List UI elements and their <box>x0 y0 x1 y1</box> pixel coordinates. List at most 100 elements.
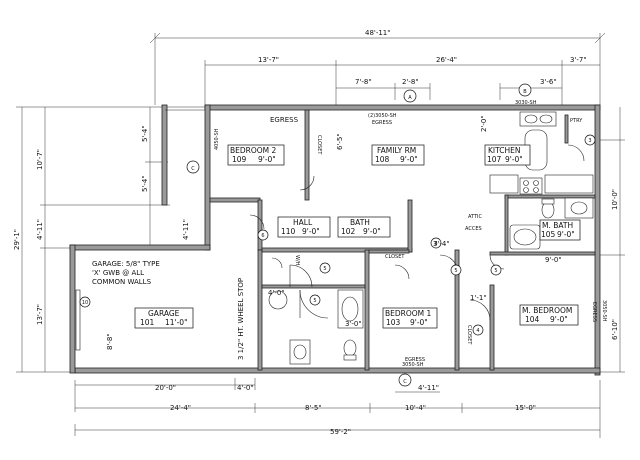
bedroom1-window-tag: 3050-SH <box>402 362 424 368</box>
mbed-closet-label: CLOSET <box>466 325 472 345</box>
dim-overall-top: 48'-11" <box>365 29 390 37</box>
tag-door-5c <box>450 264 462 276</box>
dim-left-lower: 13'-7" <box>36 304 44 325</box>
dim-bottom-c: 4'-11" <box>418 384 439 392</box>
dim-left-upper: 10'-7" <box>36 149 44 170</box>
door-5c-label: 5 <box>454 268 457 274</box>
garage-label-box <box>134 307 194 329</box>
dim-bottom-d: 24'-4" <box>170 404 191 412</box>
tag-door-4 <box>472 324 484 336</box>
hall-num: 110 <box>281 227 296 236</box>
dimension-labels: 48'-11" 13'-7" 26'-4" 3'-7" 7'-8" 2'-8" … <box>13 29 619 436</box>
tag-door-6 <box>257 229 269 241</box>
mbath-ht: 9'-0" <box>557 230 575 239</box>
room-labels: BEDROOM 2 109 9'-0" FAMILY RM 108 9'-0" … <box>134 144 581 329</box>
door-8-label: 8 <box>434 241 437 247</box>
kitchen-ht: 9'-0" <box>505 155 523 164</box>
door-5-label: 5 <box>323 266 326 272</box>
door-swings <box>249 144 585 321</box>
tag-b <box>518 83 532 97</box>
dim-left-inner-a: 5'-4" <box>141 125 149 142</box>
bath-ht: 9'-0" <box>363 227 381 236</box>
dim-family-side: 6'-5" <box>336 133 344 150</box>
mbed-window-tag: 3050-SH <box>601 300 607 322</box>
bath-name: BATH <box>350 218 370 227</box>
tag-c-bottom <box>398 373 412 387</box>
dim-hall-2: 1'-1" <box>470 294 487 302</box>
mbedroom-label-box <box>519 304 579 326</box>
dim-right-c: 6'-10" <box>611 319 619 340</box>
tag-door-5d <box>490 264 502 276</box>
door-10-label: 10 <box>82 300 88 306</box>
hall-ht: 9'-0" <box>302 227 320 236</box>
tag-a-label: A <box>408 95 412 101</box>
family-ht: 9'-0" <box>400 155 418 164</box>
garage-num: 101 <box>140 318 155 327</box>
mbath-name: M. BATH <box>542 221 573 230</box>
dim-top-left: 13'-7" <box>258 56 279 64</box>
dim-bottom-g: 15'-0" <box>515 404 536 412</box>
tag-markers: A B C C 6 5 5 8 5 5 10 4 3 <box>79 83 596 387</box>
dim-closet-2: 4'-0" <box>268 289 285 297</box>
family-window-tag: (2)3050-SH <box>368 113 397 119</box>
annotations: EGRESS (2)3050-SH EGRESS 3030-SH PTRY CL… <box>92 100 607 368</box>
attic-label: ATTIC <box>468 214 483 220</box>
bedroom2-label-box <box>227 144 285 166</box>
kitchen-window-tag: 3030-SH <box>515 100 537 106</box>
bedroom1-name: BEDROOM 1 <box>385 309 432 318</box>
bedroom1-ht: 9'-0" <box>410 318 428 327</box>
wheel-stop-note: 3 1/2" HT. WHEEL STOP <box>237 278 245 360</box>
dim-overall-bottom: 59'-2" <box>330 428 351 436</box>
garage-note-line2: 'X' GWB @ ALL <box>92 269 144 277</box>
door-5d-label: 5 <box>494 268 497 274</box>
tag-c-bottom-label: C <box>403 379 407 385</box>
tag-door-5b <box>309 294 321 306</box>
bedroom2-name: BEDROOM 2 <box>230 146 277 155</box>
hall-name: HALL <box>293 218 313 227</box>
kitchen-name: KITCHEN <box>488 146 521 155</box>
bedroom1-num: 103 <box>386 318 401 327</box>
closet-label: CLOSET <box>385 254 405 260</box>
garage-ht: 11'-0" <box>165 318 188 327</box>
bath-num: 102 <box>341 227 356 236</box>
mbedroom-ht: 9'-0" <box>550 315 568 324</box>
dim-mbath: 9'-0" <box>545 256 562 264</box>
tag-b-label: B <box>523 89 527 95</box>
door-5b-label: 5 <box>313 298 316 304</box>
bedroom1-label-box <box>382 307 438 329</box>
dim-bottom-e: 8'-5" <box>305 404 322 412</box>
dim-right-b: 10'-0" <box>611 189 619 210</box>
dim-left-mid: 4'-11" <box>36 219 44 240</box>
garage-name: GARAGE <box>148 309 180 318</box>
dim-bottom-b: 4'-0" <box>237 384 254 392</box>
dim-top-sub-b: 2'-8" <box>402 78 419 86</box>
garage-note-line1: GARAGE: 5/8" TYPE <box>92 260 160 268</box>
egress-mbed: EGRESS <box>591 302 597 322</box>
tag-a <box>403 89 417 103</box>
family-name: FAMILY RM <box>377 146 416 155</box>
interior-walls <box>209 109 596 371</box>
mbath-num: 105 <box>541 230 556 239</box>
family-label-box <box>371 144 425 166</box>
bedroom2-window-tag: 4050-SH <box>214 128 220 150</box>
door-6-label: 6 <box>261 233 264 239</box>
pantry-label: PTRY <box>570 118 583 124</box>
bedroom2-ht: 9'-0" <box>258 155 276 164</box>
dim-left-inner-b: 5'-4" <box>141 175 149 192</box>
dim-garage-side: 8'-8" <box>106 333 114 350</box>
egress-bedroom2: EGRESS <box>270 116 299 124</box>
kitchen-label-box <box>484 144 531 166</box>
tag-c-left-label: C <box>191 166 195 172</box>
tag-door-8 <box>430 237 442 249</box>
access-label: ACCES <box>465 226 482 232</box>
garage-note-line3: COMMON WALLS <box>92 278 152 286</box>
dim-bottom-a: 20'-0" <box>155 384 176 392</box>
kitchen-num: 107 <box>487 155 502 164</box>
dim-left-inner-c: 4'-11" <box>182 219 190 240</box>
egress-bedroom1: EGRESS <box>405 357 425 363</box>
tag-door-5 <box>319 262 331 274</box>
tag-door-10 <box>79 296 91 308</box>
bath-label-box <box>337 216 391 238</box>
mbath-label-box <box>539 219 581 241</box>
